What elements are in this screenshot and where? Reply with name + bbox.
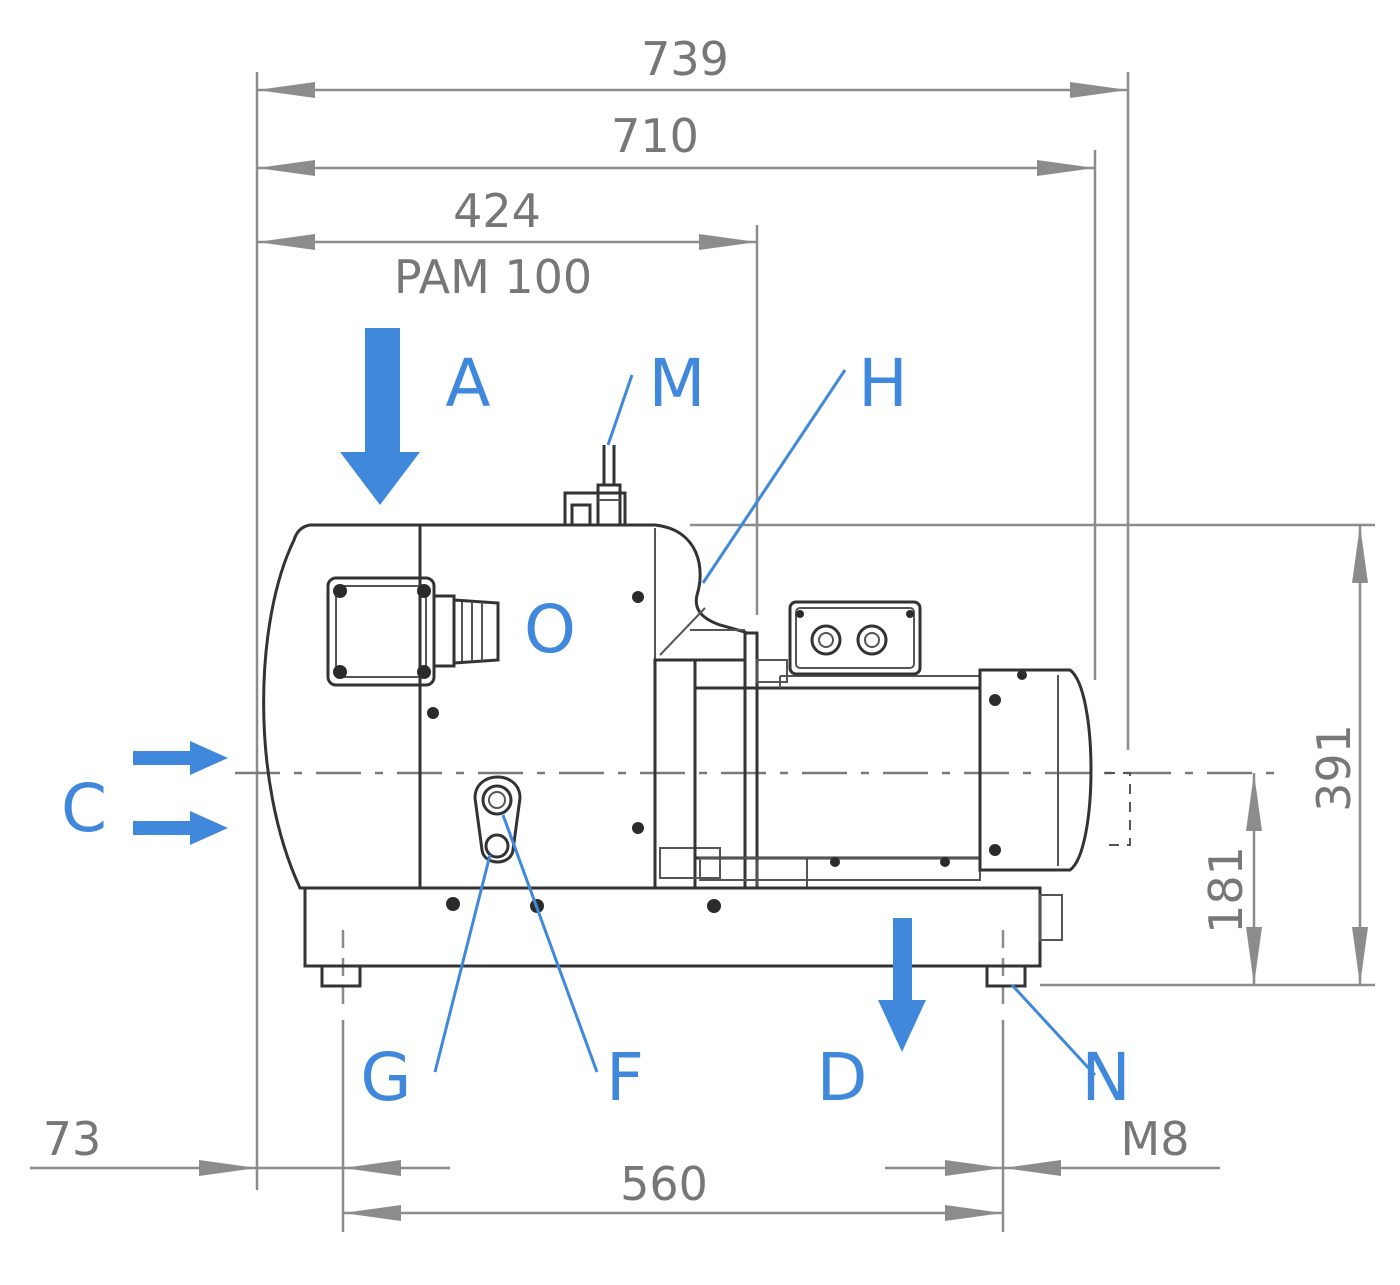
label-f: F — [606, 1039, 644, 1116]
dim-line-73 — [30, 1160, 450, 1176]
flow-arrows — [133, 328, 926, 1052]
exhaust-arrow-c-lower — [133, 811, 228, 845]
dim-560-text: 560 — [620, 1157, 708, 1211]
flange-type-text: PAM 100 — [394, 250, 592, 304]
dim-line-739 — [257, 82, 1128, 98]
terminal-box — [788, 600, 922, 676]
label-n: N — [1081, 1039, 1130, 1116]
dimension-texts: 739 710 424 PAM 100 391 181 73 560 M8 — [43, 32, 1361, 1211]
leader-m — [606, 374, 634, 446]
leader-n — [1010, 983, 1097, 1077]
dim-line-424 — [257, 234, 757, 250]
label-h: H — [858, 345, 908, 422]
motor — [693, 600, 1131, 881]
port-labels: A M H O C G F D N — [61, 345, 1131, 1116]
pump-body — [262, 445, 1131, 988]
leader-lines — [433, 369, 1097, 1077]
exhaust-arrow-c-upper — [133, 741, 228, 775]
dim-710-text: 710 — [611, 109, 699, 163]
drain-arrow-d — [878, 918, 926, 1052]
label-a: A — [445, 345, 490, 422]
dim-181-text: 181 — [1199, 846, 1253, 934]
foot-right — [985, 964, 1027, 988]
drain-plugs — [473, 775, 522, 864]
top-fitting — [563, 445, 627, 527]
dim-line-391 — [690, 523, 1375, 987]
dim-line-560 — [343, 1205, 1003, 1221]
label-d: D — [817, 1039, 868, 1116]
label-c: C — [61, 770, 107, 847]
label-o: O — [524, 591, 576, 668]
leader-f — [501, 814, 599, 1073]
dim-739-text: 739 — [641, 32, 729, 86]
leader-h — [701, 369, 847, 584]
dim-line-181 — [1246, 773, 1262, 985]
foot-left — [320, 964, 362, 988]
oil-fitting — [432, 594, 500, 668]
dim-line-710 — [257, 160, 1095, 176]
dim-424-text: 424 — [453, 184, 541, 238]
dim-line-m8 — [885, 1160, 1220, 1176]
label-g: G — [360, 1039, 411, 1116]
thread-m8-text: M8 — [1121, 1112, 1190, 1166]
dimension-lines — [30, 72, 1375, 1232]
inlet-arrow-a — [340, 328, 420, 505]
dim-73-text: 73 — [43, 1112, 102, 1166]
label-m: M — [649, 345, 706, 422]
leader-g — [433, 854, 492, 1073]
dim-391-text: 391 — [1307, 724, 1361, 812]
base-plate — [303, 857, 1063, 988]
